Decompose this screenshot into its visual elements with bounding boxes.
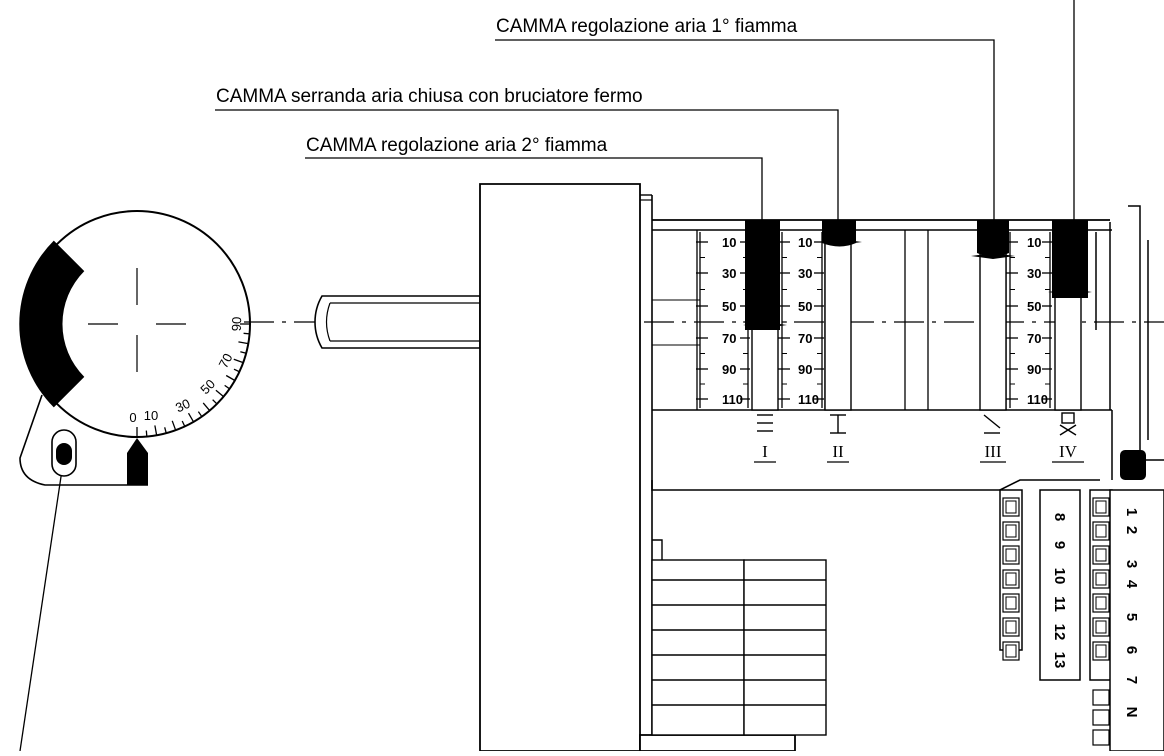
dial-mark-30: 30 (173, 396, 192, 416)
scale-mark-10: 10 (798, 235, 812, 250)
scale-mark-30: 30 (798, 266, 812, 281)
cam-numeral-II: II (832, 442, 844, 461)
scale-mark-50: 50 (722, 299, 736, 314)
cam-block-1 (745, 220, 780, 330)
scale-mark-110: 110 (722, 392, 743, 407)
scale-mark-70: 70 (798, 331, 812, 346)
cam-scales: 10 30 50 70 90 110 10 30 50 70 90 110 10 30 50 70 90 110 (696, 232, 1092, 408)
leader-cam-2nd-flame (305, 157, 763, 220)
label-cam-1st-flame: CAMMA regolazione aria 1° fiamma (496, 16, 798, 37)
terminal-N: N (1123, 707, 1140, 718)
cam-numerals: I II III IV (762, 442, 1078, 461)
shaft-detail (325, 302, 480, 342)
terminal-13: 13 (1051, 652, 1068, 669)
scale-mark-70: 70 (1027, 331, 1041, 346)
cam-strips (751, 229, 1082, 411)
callout-leaders (19, 0, 1075, 752)
scale-mark-50: 50 (1027, 299, 1041, 314)
scale-mark-50: 50 (798, 299, 812, 314)
scale-mark-90: 90 (798, 362, 812, 377)
terminal-11: 11 (1051, 596, 1068, 612)
motor-base (639, 734, 796, 752)
motor-shaft (314, 295, 481, 349)
scale-mark-10: 10 (722, 235, 736, 250)
cam-block-3 (977, 220, 1009, 257)
terminal-labels-left: 8 9 10 11 12 13 (1051, 513, 1068, 669)
cam-numeral-IV: IV (1059, 442, 1078, 461)
scale-mark-110: 110 (1027, 392, 1048, 407)
scale-col-3: 10 30 50 70 90 110 (1006, 232, 1052, 408)
motor-side-plates (1095, 205, 1164, 480)
motor-flange (479, 183, 641, 752)
terminal-labels-right: 1 2 3 4 5 6 7 N (1123, 508, 1140, 718)
cam-numeral-I: I (762, 442, 768, 461)
dial-ticks (136, 323, 250, 437)
cam-symbols (757, 412, 1077, 436)
terminal-slots (1002, 497, 1110, 746)
scale-mark-10: 10 (1027, 235, 1041, 250)
scale-mark-30: 30 (722, 266, 736, 281)
leader-cam-closed (215, 109, 839, 220)
dial-pointer (127, 438, 148, 485)
cam-numeral-III: III (985, 442, 1002, 461)
terminal-10: 10 (1051, 568, 1068, 585)
scale-mark-110: 110 (798, 392, 819, 407)
cam-block-2 (822, 220, 856, 247)
lower-connector-block (651, 559, 827, 736)
terminal-5: 5 (1123, 613, 1140, 621)
cam-block-4 (1052, 220, 1088, 298)
scale-col-1: 10 30 50 70 90 110 (696, 232, 750, 408)
dial-mark-70: 70 (216, 351, 236, 371)
dial-bracket (19, 394, 148, 486)
terminal-12: 12 (1051, 624, 1068, 641)
leader-cam-1st-flame (495, 39, 995, 220)
dial-sector (19, 240, 85, 408)
terminal-7: 7 (1123, 676, 1140, 684)
dial-mark-90: 90 (229, 316, 244, 331)
terminal-8: 8 (1051, 513, 1068, 521)
scale-mark-90: 90 (722, 362, 736, 377)
label-cam-2nd-flame: CAMMA regolazione aria 2° fiamma (306, 135, 608, 156)
dial-labels: 0 10 30 50 70 90 (129, 316, 244, 425)
scale-mark-90: 90 (1027, 362, 1041, 377)
label-cam-closed: CAMMA serranda aria chiusa con bruciator… (216, 86, 643, 107)
terminal-9: 9 (1051, 541, 1068, 549)
terminal-6: 6 (1123, 646, 1140, 654)
terminal-3: 3 (1123, 560, 1140, 568)
leader-dial-slot (19, 469, 63, 752)
position-dial: 0 10 30 50 70 90 (19, 210, 251, 486)
dial-slot-screw (56, 443, 72, 465)
dial-mark-10: 10 (144, 408, 158, 423)
dial-mark-0: 0 (129, 410, 136, 425)
scale-col-2: 10 30 50 70 90 110 (778, 232, 824, 408)
side-knob (1120, 450, 1146, 480)
cam-blocks (745, 220, 1088, 330)
terminal-4: 4 (1123, 580, 1140, 589)
scale-mark-30: 30 (1027, 266, 1041, 281)
terminal-1: 1 (1123, 508, 1140, 516)
terminal-2: 2 (1123, 526, 1140, 534)
dial-crosshair (88, 268, 186, 372)
scale-mark-70: 70 (722, 331, 736, 346)
